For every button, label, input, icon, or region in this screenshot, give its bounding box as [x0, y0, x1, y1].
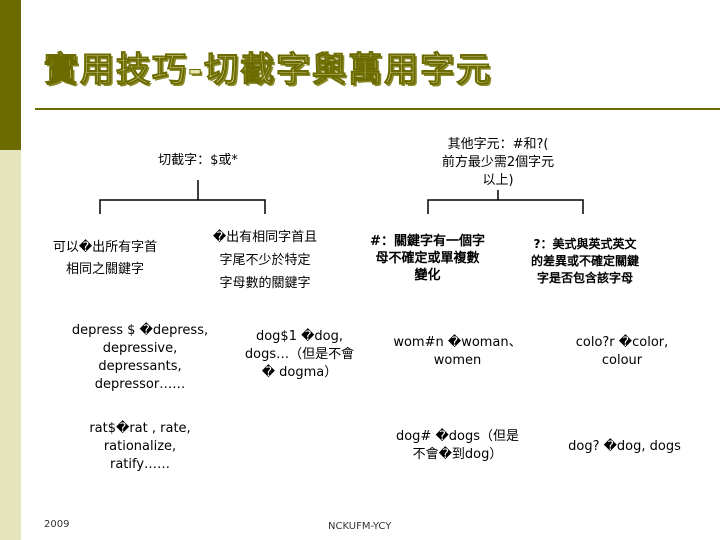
example-depress: depress $ �depress, depressive, depressa…: [70, 322, 210, 394]
node-line: ?：美式與英式英文: [533, 237, 637, 251]
node-line: rat$�rat , rate,: [89, 421, 191, 436]
sidebar-dark-band: [0, 0, 21, 150]
node-line: 字尾不少於特定: [219, 253, 311, 268]
node-truncation-root-text: 切截字：$或*: [158, 153, 238, 168]
node-line: depress $ �depress,: [71, 323, 209, 338]
node-wildcard-hash: #：關鍵字有一個字 母不確定或單複數 變化: [355, 233, 500, 284]
node-line: �出有相同字首且: [212, 230, 318, 245]
node-truncation-dollar: 可以�出所有字首 相同之關鍵字: [40, 237, 170, 281]
node-line: colour: [601, 353, 643, 368]
node-truncation-numbered: �出有相同字首且 字尾不少於特定 字母數的關鍵字: [200, 226, 330, 295]
node-line: depressor……: [94, 377, 186, 392]
node-line: 前方最少需2個字元: [441, 155, 555, 170]
example-dog-dollar-1: dog$1 �dog, dogs…（但是不會 � dogma）: [232, 328, 367, 382]
node-line: depressive,: [102, 341, 178, 356]
node-line: rationalize,: [103, 439, 177, 454]
node-line: 其他字元：#和?(: [447, 137, 549, 152]
connector-right-branch: [427, 199, 584, 214]
slide-title: 實用技巧-切截字與萬用字元: [43, 50, 493, 91]
node-wildcard-question: ?：美式與英式英文 的差異或不確定關鍵 字是否包含該字母: [515, 236, 655, 287]
node-line: 母不確定或單複數: [375, 251, 480, 266]
node-line: 的差異或不確定關鍵: [530, 254, 639, 268]
footer-author: NCKUFM-YCY: [328, 521, 392, 532]
example-rat: rat$�rat , rate, rationalize, ratify……: [75, 420, 205, 474]
node-line: women: [433, 353, 482, 368]
node-line: #：關鍵字有一個字: [370, 234, 485, 249]
node-line: 相同之關鍵字: [65, 262, 144, 277]
node-line: � dogma）: [261, 365, 338, 380]
example-woman: wom#n �woman、 women: [385, 334, 530, 370]
example-color: colo?r �color, colour: [552, 334, 692, 370]
node-line: 以上): [482, 173, 514, 188]
node-line: dog# �dogs（但是: [395, 429, 520, 444]
sidebar-light-band: [0, 150, 21, 540]
node-line: wom#n �woman、: [393, 335, 522, 350]
node-line: dog? �dog, dogs: [568, 439, 681, 454]
footer-year: 2009: [44, 519, 70, 530]
node-line: dog$1 �dog,: [255, 329, 344, 344]
node-line: dogs…（但是不會: [244, 347, 355, 362]
example-dog-question: dog? �dog, dogs: [552, 438, 697, 456]
node-line: 字母數的關鍵字: [219, 276, 311, 291]
example-dog-hash: dog# �dogs（但是 不會�到dog）: [385, 428, 530, 464]
title-rule: [35, 108, 720, 110]
node-line: colo?r �color,: [575, 335, 669, 350]
node-line: 變化: [414, 268, 441, 283]
node-line: depressants,: [98, 359, 182, 374]
node-line: ratify……: [109, 457, 171, 472]
node-wildcard-root: 其他字元：#和?( 前方最少需2個字元 以上): [428, 136, 568, 190]
node-line: 字是否包含該字母: [536, 271, 633, 285]
node-line: 不會�到dog）: [412, 447, 503, 462]
node-line: 可以�出所有字首: [52, 240, 158, 255]
connector-left-branch: [99, 199, 266, 214]
node-truncation-root: 切截字：$或*: [138, 152, 258, 170]
